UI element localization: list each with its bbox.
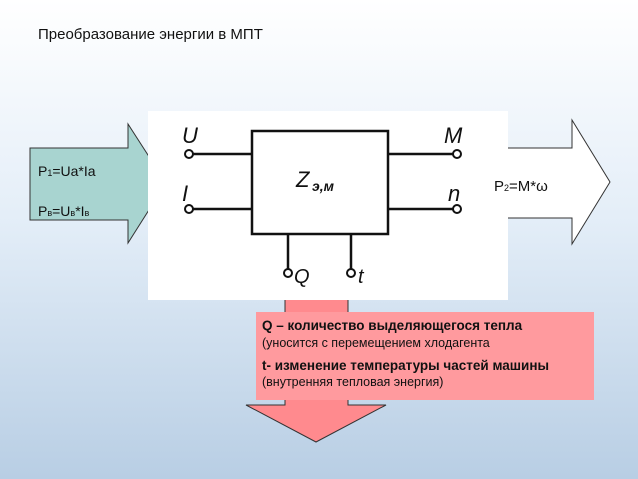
label-z-sub: э,м [312, 178, 335, 194]
info-q-definition: Q – количество выделяющегося тепла [262, 318, 523, 333]
output-power-formula: P2=M*ω [494, 178, 548, 195]
page-title: Преобразование энергии в МПТ [38, 26, 263, 43]
machine-block [250, 129, 390, 236]
circuit-diagram: U I M n Z э,м Q t [148, 111, 508, 300]
info-t-definition: t- изменение температуры частей машины (… [262, 357, 550, 390]
terminal-q [283, 268, 293, 278]
label-i: I [182, 181, 188, 206]
label-m: M [444, 123, 463, 148]
input-power-formula: P1=Ua*Ia [38, 163, 96, 179]
terminal-i [184, 204, 194, 214]
machine-schematic: U I M n Z э,м Q t [182, 123, 463, 288]
label-n: n [448, 181, 460, 206]
label-z: Z [295, 167, 311, 192]
label-u: U [182, 123, 198, 148]
terminal-t [346, 268, 356, 278]
info-q-note: (уносится с перемещением хлодагента [262, 335, 490, 350]
excitation-power-formula: Pв=Uв*Iв [38, 203, 90, 219]
terminal-m [452, 149, 462, 159]
heat-info-box: Q – количество выделяющегося тепла (унос… [256, 312, 594, 400]
terminal-n [452, 204, 462, 214]
input-arrow [29, 122, 167, 245]
terminal-u [184, 149, 194, 159]
label-q: Q [294, 266, 310, 288]
label-t: t [358, 266, 365, 288]
